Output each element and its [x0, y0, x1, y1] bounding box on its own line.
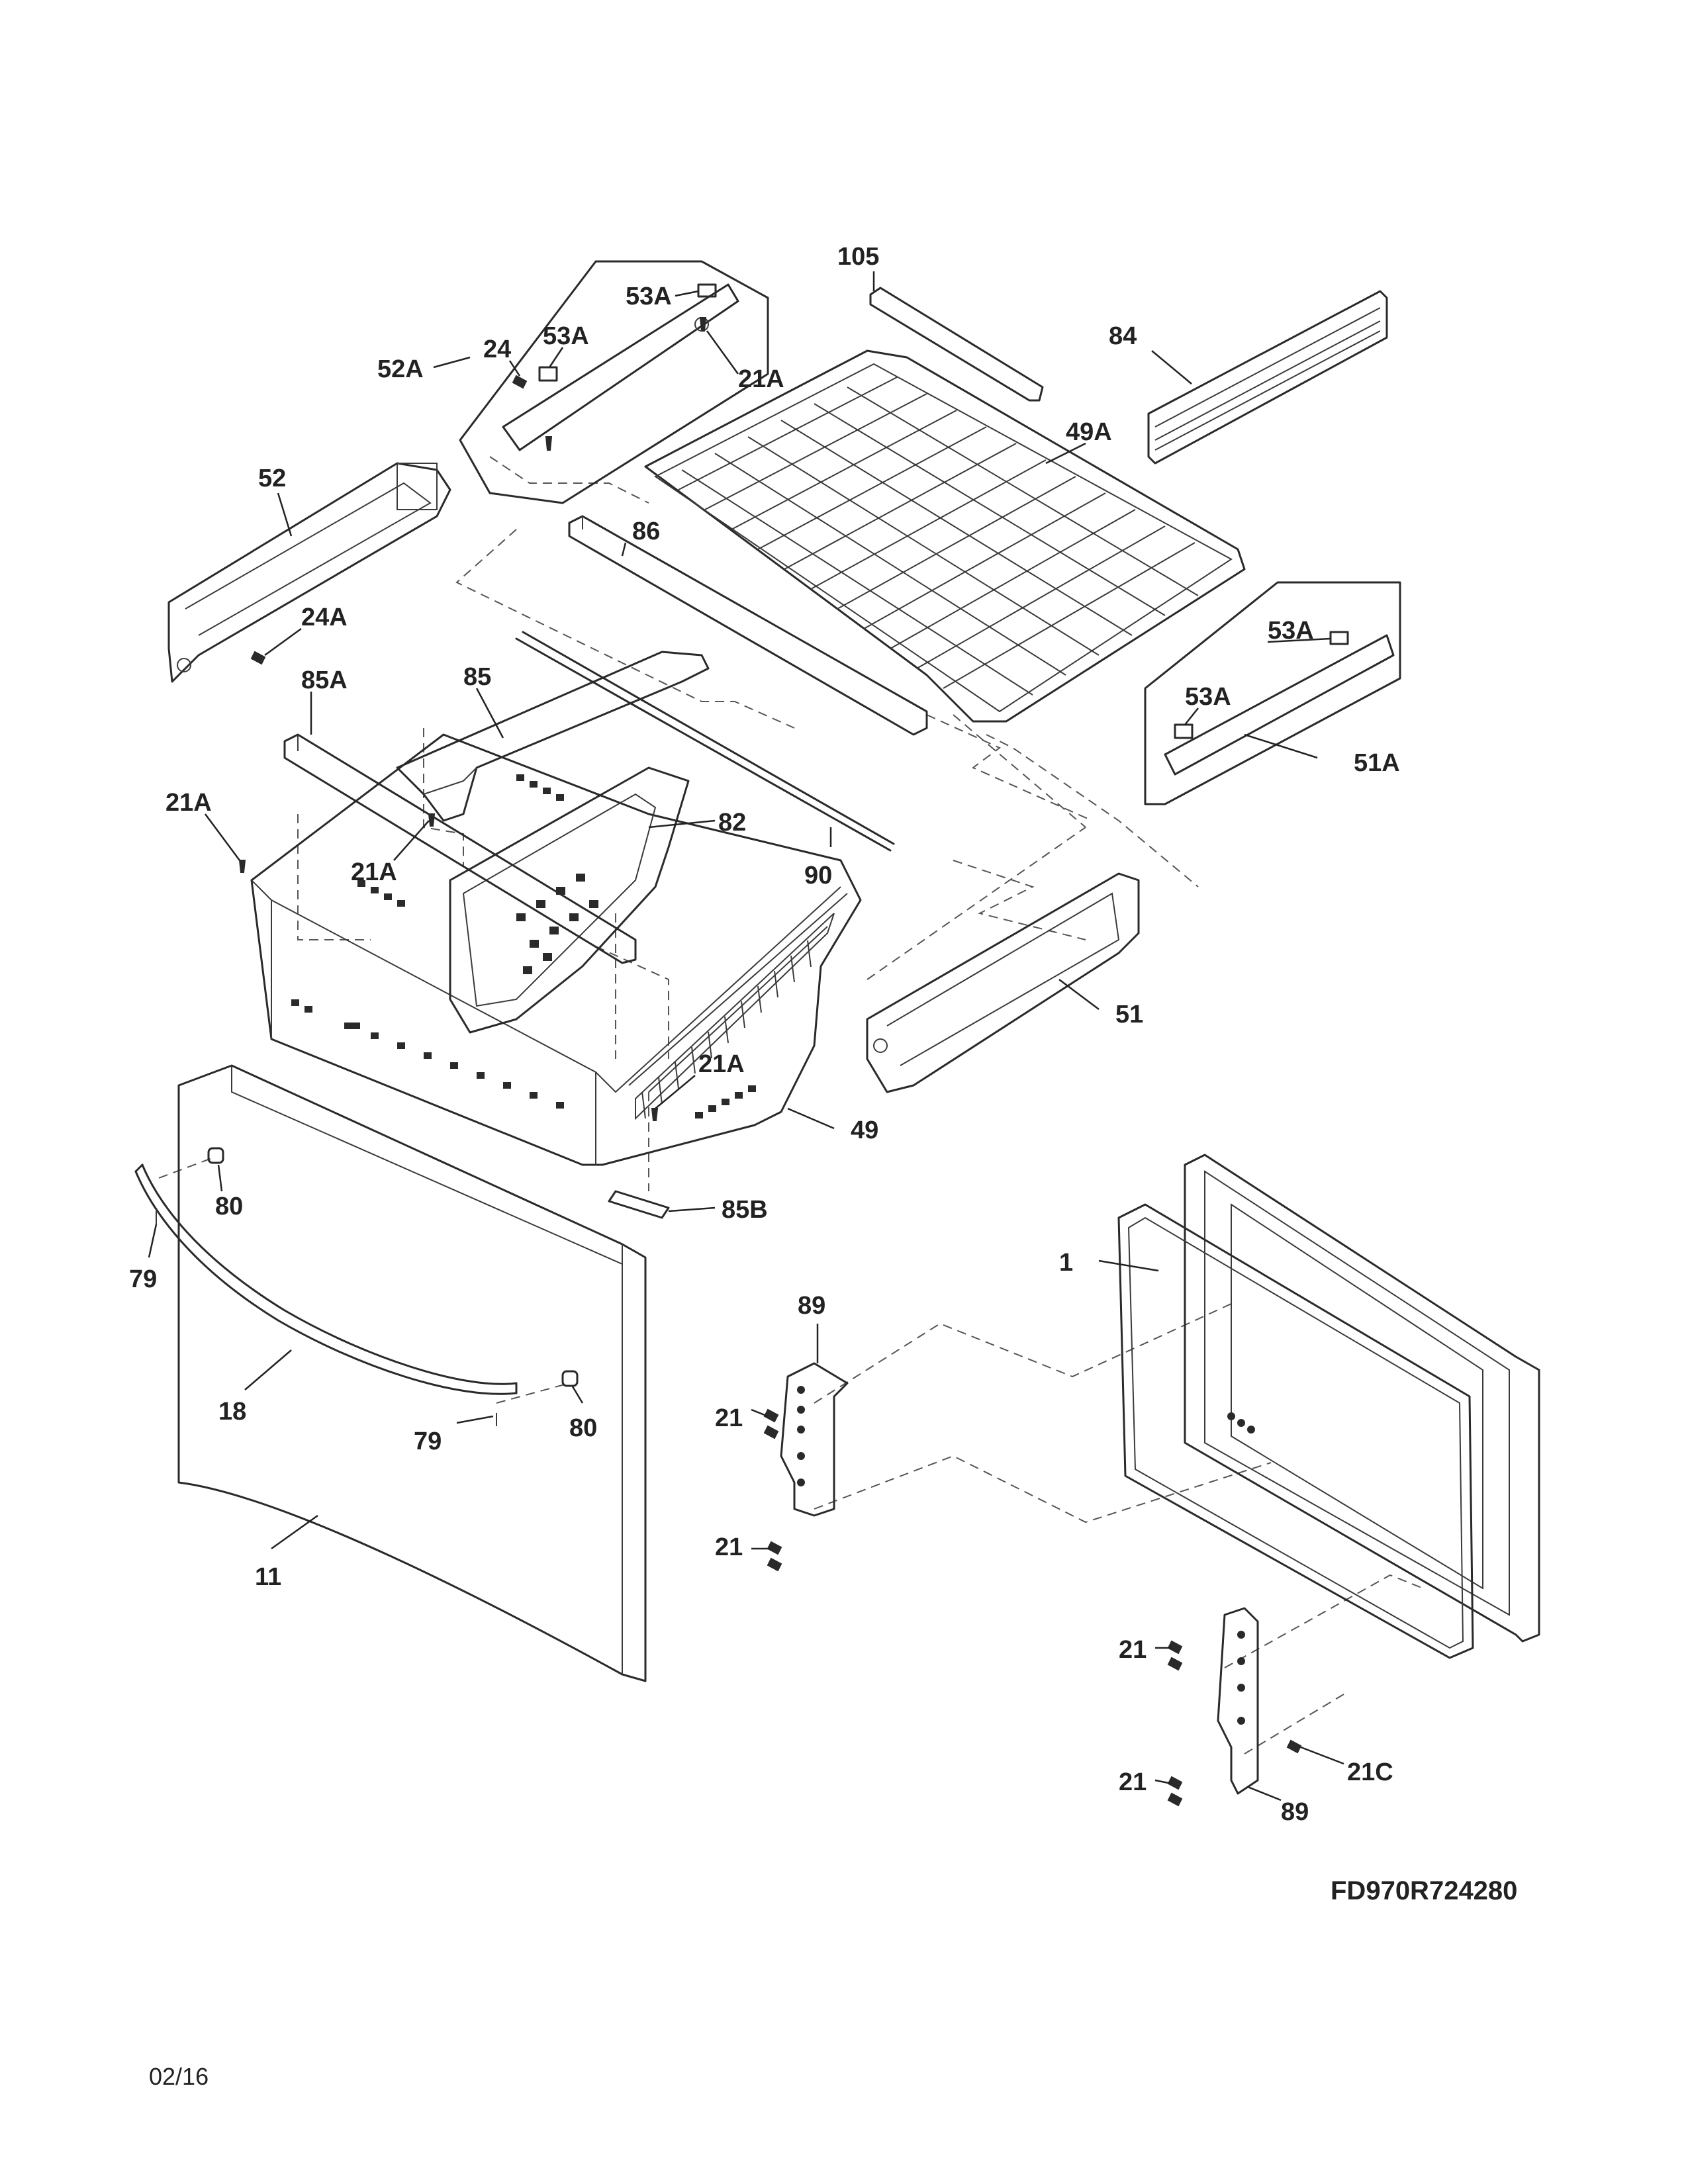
door-frame-1: [1184, 1154, 1540, 1643]
screw-24: [512, 375, 528, 389]
callout-51A: 51A: [1354, 749, 1400, 777]
drawer-handle-18: [134, 1163, 518, 1395]
callout-21A-front: 21A: [698, 1050, 745, 1078]
door-gasket: [1117, 1203, 1474, 1659]
mounting-bracket-89-right: [1217, 1607, 1259, 1795]
clip-53A-upper: [1329, 631, 1349, 645]
callout-51: 51: [1115, 1001, 1143, 1028]
callout-18: 18: [218, 1398, 246, 1426]
callout-86: 86: [632, 518, 660, 545]
screw-21A-bracket: [545, 317, 707, 451]
diagram-code: FD970R724280: [1331, 1876, 1517, 1905]
trim-cap-80: [207, 1147, 579, 1387]
callout-85B: 85B: [722, 1196, 768, 1224]
slide-bracket-51A-inset: [1144, 581, 1401, 805]
date-code: 02/16: [149, 2063, 209, 2090]
callout-89-left: 89: [798, 1292, 825, 1320]
screw-21A-basket-mid: [428, 813, 436, 827]
callout-53A-right-top: 53A: [1268, 617, 1314, 645]
callout-90: 90: [804, 862, 832, 889]
mounting-bracket-89-left: [780, 1362, 849, 1517]
clip-53A-bracket-lower: [538, 366, 558, 382]
support-rod-90: [515, 631, 895, 852]
slide-bracket-52A-inset: [459, 260, 769, 504]
callout-84: 84: [1109, 322, 1137, 350]
callout-24A: 24A: [301, 604, 348, 631]
callout-79-right: 79: [414, 1428, 442, 1455]
assembly-guide-lines: [158, 456, 1424, 1754]
basket-vent-holes: [291, 774, 756, 1118]
callout-21C: 21C: [1347, 1758, 1393, 1786]
clip-53A-bracket-upper: [697, 283, 717, 298]
screw-21A-basket-front: [651, 1108, 659, 1121]
wire-divider-84: [1147, 290, 1388, 465]
drawer-front-11: [177, 1064, 647, 1682]
wire-basket-49A: [644, 349, 1246, 723]
divider-bar-105: [869, 287, 1044, 402]
callout-80-left: 80: [215, 1193, 243, 1220]
callout-89-right: 89: [1281, 1798, 1309, 1826]
callout-80-right: 80: [569, 1414, 597, 1442]
screw-21C: [1286, 1739, 1302, 1754]
callout-85A: 85A: [301, 666, 348, 694]
screw-21A-basket-left: [238, 860, 246, 873]
front-trim-86: [568, 515, 928, 736]
callout-21-right-top: 21: [1119, 1636, 1147, 1664]
handle-screw-79: [156, 1211, 497, 1426]
callout-105: 105: [837, 243, 879, 271]
basket-divider-82: [449, 766, 690, 1034]
leader-lines: [148, 271, 1344, 1801]
callout-21A-mid: 21A: [351, 858, 397, 886]
callout-21-right-bottom: 21: [1119, 1768, 1147, 1796]
callout-21A-bracket: 21A: [738, 365, 784, 393]
screw-24A: [250, 651, 266, 665]
callout-53A-bracket: 53A: [543, 322, 589, 350]
callout-21A-left: 21A: [165, 789, 212, 817]
freezer-basket-49: [250, 733, 862, 1166]
callout-21-left-top: 21: [715, 1404, 743, 1432]
screws-21: [763, 1408, 1183, 1807]
bottom-rail-85B: [608, 1190, 670, 1219]
left-slide-52: [167, 462, 451, 683]
basket-ribs: [641, 940, 812, 1119]
callout-53A-right: 53A: [1185, 683, 1231, 711]
callout-52A: 52A: [377, 355, 424, 383]
callout-1: 1: [1059, 1249, 1073, 1277]
callout-24: 24: [483, 336, 511, 363]
front-rail-85A: [283, 733, 637, 964]
right-slide-51: [866, 872, 1140, 1093]
callout-11: 11: [255, 1563, 281, 1591]
cross-rail-85: [396, 651, 710, 822]
callout-53A-bracket-top: 53A: [626, 283, 672, 310]
clip-53A-lower: [1174, 723, 1194, 739]
wire-grid: [678, 377, 1199, 696]
callout-82: 82: [718, 809, 746, 837]
callout-52: 52: [258, 465, 286, 492]
callout-21-left-bottom: 21: [715, 1533, 743, 1561]
callout-49A: 49A: [1066, 418, 1112, 446]
callout-79-left: 79: [129, 1265, 157, 1293]
callout-labels: 53A 53A 24 52A 21A 105 84 49A 52 86 24A …: [129, 243, 1400, 1826]
callout-49: 49: [851, 1116, 878, 1144]
callout-85: 85: [463, 663, 491, 691]
